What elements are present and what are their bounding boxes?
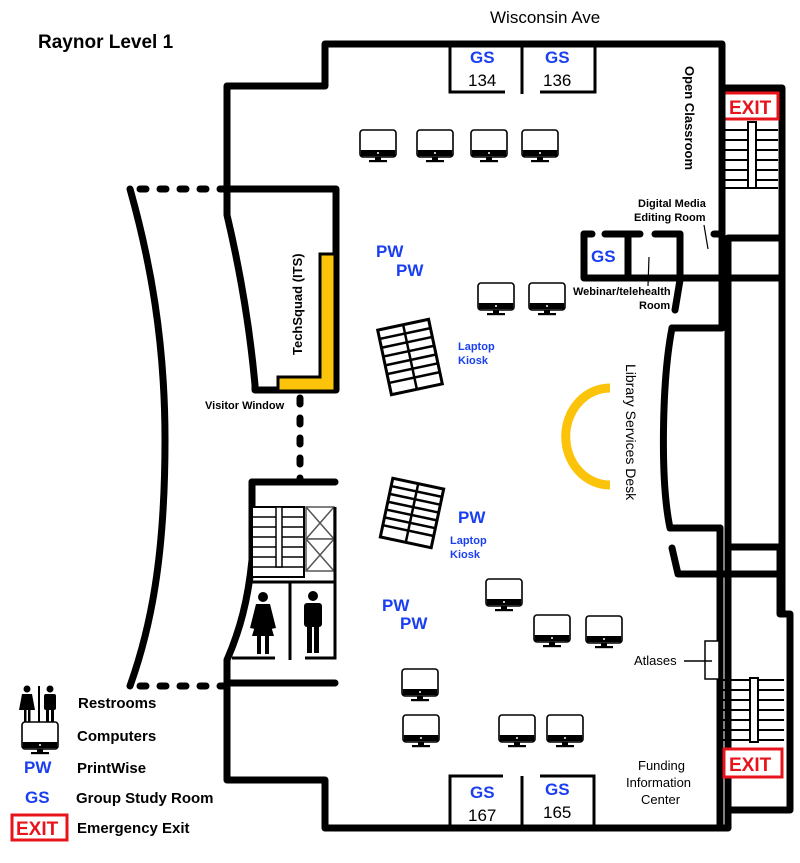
mens-restroom-icon: [304, 591, 322, 653]
legend-label-printwise: PrintWise: [77, 760, 146, 777]
exit-sign-north: EXIT: [729, 98, 772, 119]
webinar-label-1: Webinar/telehealth: [573, 286, 671, 298]
laptop-kiosk-lower-label-2: Kiosk: [450, 549, 481, 561]
restroom-walls: [232, 507, 337, 660]
computer-icon[interactable]: [485, 578, 523, 613]
womens-restroom-icon: [250, 592, 276, 654]
gs-136-number: 136: [543, 71, 571, 90]
curved-east-wall-lower: [668, 544, 786, 578]
computer-icon[interactable]: [477, 282, 515, 317]
gs-side-code: GS: [591, 247, 616, 266]
gs-165-code: GS: [545, 780, 570, 799]
computer-icon[interactable]: [498, 714, 536, 749]
exit-stairs-south: EXIT: [722, 677, 784, 779]
curved-wall-outer: [126, 185, 169, 690]
laptop-kiosk-lower-label-1: Laptop: [450, 535, 487, 547]
legend-label-restrooms: Restrooms: [78, 695, 156, 712]
library-services-desk: [561, 383, 611, 490]
computer-icon[interactable]: [585, 615, 623, 650]
funding-label-3: Center: [641, 792, 681, 807]
computer-icon[interactable]: [533, 614, 571, 649]
exit-stairs-north: EXIT: [722, 91, 780, 189]
restroom-icon: [19, 685, 56, 722]
outer-wall-north: [223, 40, 786, 832]
elevator-icon: [305, 506, 335, 572]
computer-icon[interactable]: [416, 129, 454, 163]
legend-label-computers: Computers: [77, 728, 156, 745]
gs-134-number: 134: [468, 71, 496, 90]
computer-icon[interactable]: [521, 129, 559, 163]
curved-east-wall: [659, 324, 724, 532]
group-study-symbol: GS: [25, 788, 50, 807]
side-room-divider-2: [671, 230, 684, 314]
atlases-label: Atlases: [634, 653, 677, 668]
gs-134-walls: [448, 44, 505, 94]
computer-icon[interactable]: [359, 129, 397, 163]
printwise-marker[interactable]: PW: [376, 242, 404, 261]
techsquad-counter: [276, 252, 337, 393]
techsquad-label: TechSquad (ITS): [290, 253, 305, 355]
library-services-desk-label: Library Services Desk: [623, 364, 639, 501]
laptop-kiosk-upper[interactable]: [375, 317, 445, 397]
laptop-kiosk-upper-label-1: Laptop: [458, 341, 495, 353]
gs-134-code: GS: [470, 48, 495, 67]
laptop-kiosk-lower[interactable]: [378, 476, 446, 550]
side-rooms-walls: [580, 230, 786, 282]
webinar-label-2: Room: [639, 300, 670, 312]
gs-167-walls: [448, 774, 503, 828]
printwise-marker[interactable]: PW: [382, 596, 410, 615]
atlases-shelf: [704, 640, 720, 680]
laptop-kiosk-upper-label-2: Kiosk: [458, 355, 489, 367]
techsquad-walls: [223, 185, 340, 394]
open-classroom-label: Open Classroom: [682, 66, 697, 170]
exit-sign: EXIT: [16, 819, 59, 840]
funding-label-2: Information: [626, 775, 691, 790]
stair-treads-core: [252, 506, 304, 568]
map-title: Raynor Level 1: [38, 32, 174, 53]
legend-label-emergency-exit: Emergency Exit: [77, 820, 190, 837]
east-inner-wall: [668, 84, 726, 332]
gs-136-code: GS: [545, 48, 570, 67]
printwise-marker[interactable]: PW: [400, 614, 428, 633]
computer-icon: [21, 721, 59, 756]
computer-icon[interactable]: [528, 282, 566, 317]
computer-icon[interactable]: [401, 668, 439, 703]
visitor-window-label: Visitor Window: [205, 400, 285, 412]
gs-165-number: 165: [543, 803, 571, 822]
gs-136-walls: [540, 44, 597, 94]
exit-sign-legend-box: [10, 813, 69, 842]
legend: Restrooms Computers PW PrintWise GS Grou…: [10, 685, 214, 842]
printwise-symbol: PW: [24, 758, 52, 777]
gs-167-number: 167: [468, 806, 496, 825]
outer-wall-south: [223, 679, 464, 832]
street-label: Wisconsin Ave: [490, 8, 600, 27]
computer-icon[interactable]: [546, 714, 584, 749]
digital-media-label-2: Editing Room: [634, 212, 706, 224]
exit-sign-south: EXIT: [729, 755, 772, 776]
printwise-marker[interactable]: PW: [458, 508, 486, 527]
digital-media-label-1: Digital Media: [638, 198, 707, 210]
legend-label-group-study: Group Study Room: [76, 790, 214, 807]
digital-media-pointer: [703, 224, 709, 250]
computer-icon[interactable]: [402, 714, 440, 749]
gs-165-walls: [540, 774, 596, 828]
webinar-pointer: [647, 256, 650, 287]
printwise-marker[interactable]: PW: [396, 261, 424, 280]
gs-167-code: GS: [470, 783, 495, 802]
computer-icon[interactable]: [470, 129, 508, 163]
funding-label-1: Funding: [638, 758, 685, 773]
